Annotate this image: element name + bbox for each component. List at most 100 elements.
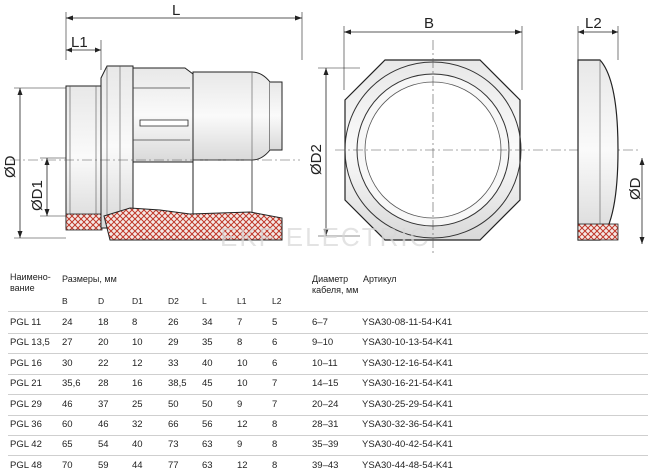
table-cell-L: 56 xyxy=(202,419,213,430)
table-cell-diam: 6–7 xyxy=(312,317,328,328)
header-diameter-line1: Диаметр xyxy=(312,274,349,284)
table-cell-B: 24 xyxy=(62,317,73,328)
table-cell-D1: 32 xyxy=(132,419,143,430)
table-cell-name: PGL 42 xyxy=(10,439,42,451)
header-name-line2: вание xyxy=(10,283,35,293)
table-cell-D1: 8 xyxy=(132,317,138,328)
table-cell-L2: 6 xyxy=(272,337,278,349)
dim-L: L xyxy=(172,2,180,19)
row-separator xyxy=(8,435,648,436)
table-cell-D2: 66 xyxy=(168,419,179,430)
nut-side-view: L2 ØD xyxy=(577,15,645,244)
table-cell-B: 70 xyxy=(62,459,73,471)
table-cell-L: 63 xyxy=(202,439,213,451)
table-cell-L1: 10 xyxy=(237,378,248,390)
col-D2: D2 xyxy=(168,296,179,306)
table-cell-B: 65 xyxy=(62,439,73,451)
table-cell-D1: 10 xyxy=(132,337,143,349)
header-name-line1: Наимено- xyxy=(10,272,51,282)
table-cell-B: 35,6 xyxy=(62,378,81,390)
header-diameter: Диаметр кабеля, мм xyxy=(312,274,358,296)
table-cell-name: PGL 13,5 xyxy=(10,337,50,349)
table-cell-L1: 8 xyxy=(237,337,243,349)
header-article: Артикул xyxy=(363,274,397,284)
table-cell-B: 27 xyxy=(62,337,73,349)
dim-L2: L2 xyxy=(585,15,602,32)
table-cell-D2: 26 xyxy=(168,317,179,328)
table-cell-name: PGL 21 xyxy=(10,378,42,390)
table-cell-L2: 8 xyxy=(272,439,278,451)
front-view: B ØD2 xyxy=(308,15,640,255)
dim-B: B xyxy=(424,15,434,32)
table-cell-L: 34 xyxy=(202,317,213,328)
table-cell-diam: 28–31 xyxy=(312,419,339,430)
table-cell-D: 59 xyxy=(98,459,109,471)
table-cell-D: 18 xyxy=(98,317,109,328)
table-cell-diam: 35–39 xyxy=(312,439,339,451)
table-cell-article: YSA30-16-21-54-K41 xyxy=(362,378,453,390)
header-sizes: Размеры, мм xyxy=(62,274,117,284)
table-cell-L2: 8 xyxy=(272,419,278,430)
table-cell-L1: 12 xyxy=(237,459,248,471)
table-cell-D1: 40 xyxy=(132,439,143,451)
col-D: D xyxy=(98,296,105,306)
table-cell-diam: 20–24 xyxy=(312,398,339,410)
row-separator xyxy=(8,373,648,375)
spec-table: Наимено- вание Размеры, мм Диаметр кабел… xyxy=(0,262,655,475)
dim-L1: L1 xyxy=(71,34,88,51)
table-cell-D: 20 xyxy=(98,337,109,349)
table-cell-article: YSA30-44-48-54-K41 xyxy=(362,459,453,471)
table-cell-D1: 44 xyxy=(132,459,143,471)
table-cell-D2: 50 xyxy=(168,398,179,410)
table-cell-D: 28 xyxy=(98,378,109,390)
dim-D1: ØD1 xyxy=(29,180,46,211)
table-cell-B: 46 xyxy=(62,398,73,410)
table-cell-diam: 14–15 xyxy=(312,378,339,390)
row-separator xyxy=(8,414,648,416)
table-cell-article: YSA30-40-42-54-K41 xyxy=(362,439,453,451)
col-L2: L2 xyxy=(272,296,282,306)
dim-D: ØD xyxy=(2,155,19,178)
table-cell-D1: 12 xyxy=(132,357,143,369)
table-cell-L1: 7 xyxy=(237,317,243,328)
table-cell-L1: 9 xyxy=(237,439,243,451)
table-cell-L1: 12 xyxy=(237,419,248,430)
table-cell-L2: 8 xyxy=(272,459,278,471)
table-cell-D2: 33 xyxy=(168,357,179,369)
row-separator xyxy=(8,333,648,334)
table-cell-D1: 16 xyxy=(132,378,143,390)
dim-D2: ØD2 xyxy=(308,144,325,175)
header-diameter-line2: кабеля, мм xyxy=(312,285,359,295)
table-cell-L1: 9 xyxy=(237,398,243,410)
table-cell-L2: 5 xyxy=(272,317,278,328)
table-cell-name: PGL 11 xyxy=(10,317,42,328)
row-separator xyxy=(8,353,648,355)
header-separator xyxy=(8,311,648,312)
table-cell-D: 54 xyxy=(98,439,109,451)
table-cell-L2: 6 xyxy=(272,357,278,369)
table-cell-D: 22 xyxy=(98,357,109,369)
header-name: Наимено- вание xyxy=(10,272,51,294)
row-separator xyxy=(8,394,648,396)
table-cell-L: 45 xyxy=(202,378,213,390)
table-cell-article: YSA30-12-16-54-K41 xyxy=(362,357,453,369)
table-cell-L: 50 xyxy=(202,398,213,410)
side-view: L L1 ØD ØD1 xyxy=(2,2,303,241)
table-cell-D2: 38,5 xyxy=(168,378,187,390)
table-cell-name: PGL 36 xyxy=(10,419,42,430)
technical-drawing: L L1 ØD ØD1 xyxy=(2,2,645,255)
table-cell-article: YSA30-25-29-54-K41 xyxy=(362,398,453,410)
table-cell-B: 60 xyxy=(62,419,73,430)
table-cell-L2: 7 xyxy=(272,398,278,410)
table-cell-D1: 25 xyxy=(132,398,143,410)
table-cell-article: YSA30-10-13-54-K41 xyxy=(362,337,453,349)
table-cell-D: 46 xyxy=(98,419,109,430)
table-cell-name: PGL 16 xyxy=(10,357,42,369)
table-cell-B: 30 xyxy=(62,357,73,369)
table-cell-article: YSA30-08-11-54-K41 xyxy=(362,317,453,328)
row-separator xyxy=(8,455,648,457)
table-cell-L: 35 xyxy=(202,337,213,349)
table-cell-diam: 10–11 xyxy=(312,357,338,369)
table-cell-article: YSA30-32-36-54-K41 xyxy=(362,419,453,430)
table-cell-D: 37 xyxy=(98,398,109,410)
